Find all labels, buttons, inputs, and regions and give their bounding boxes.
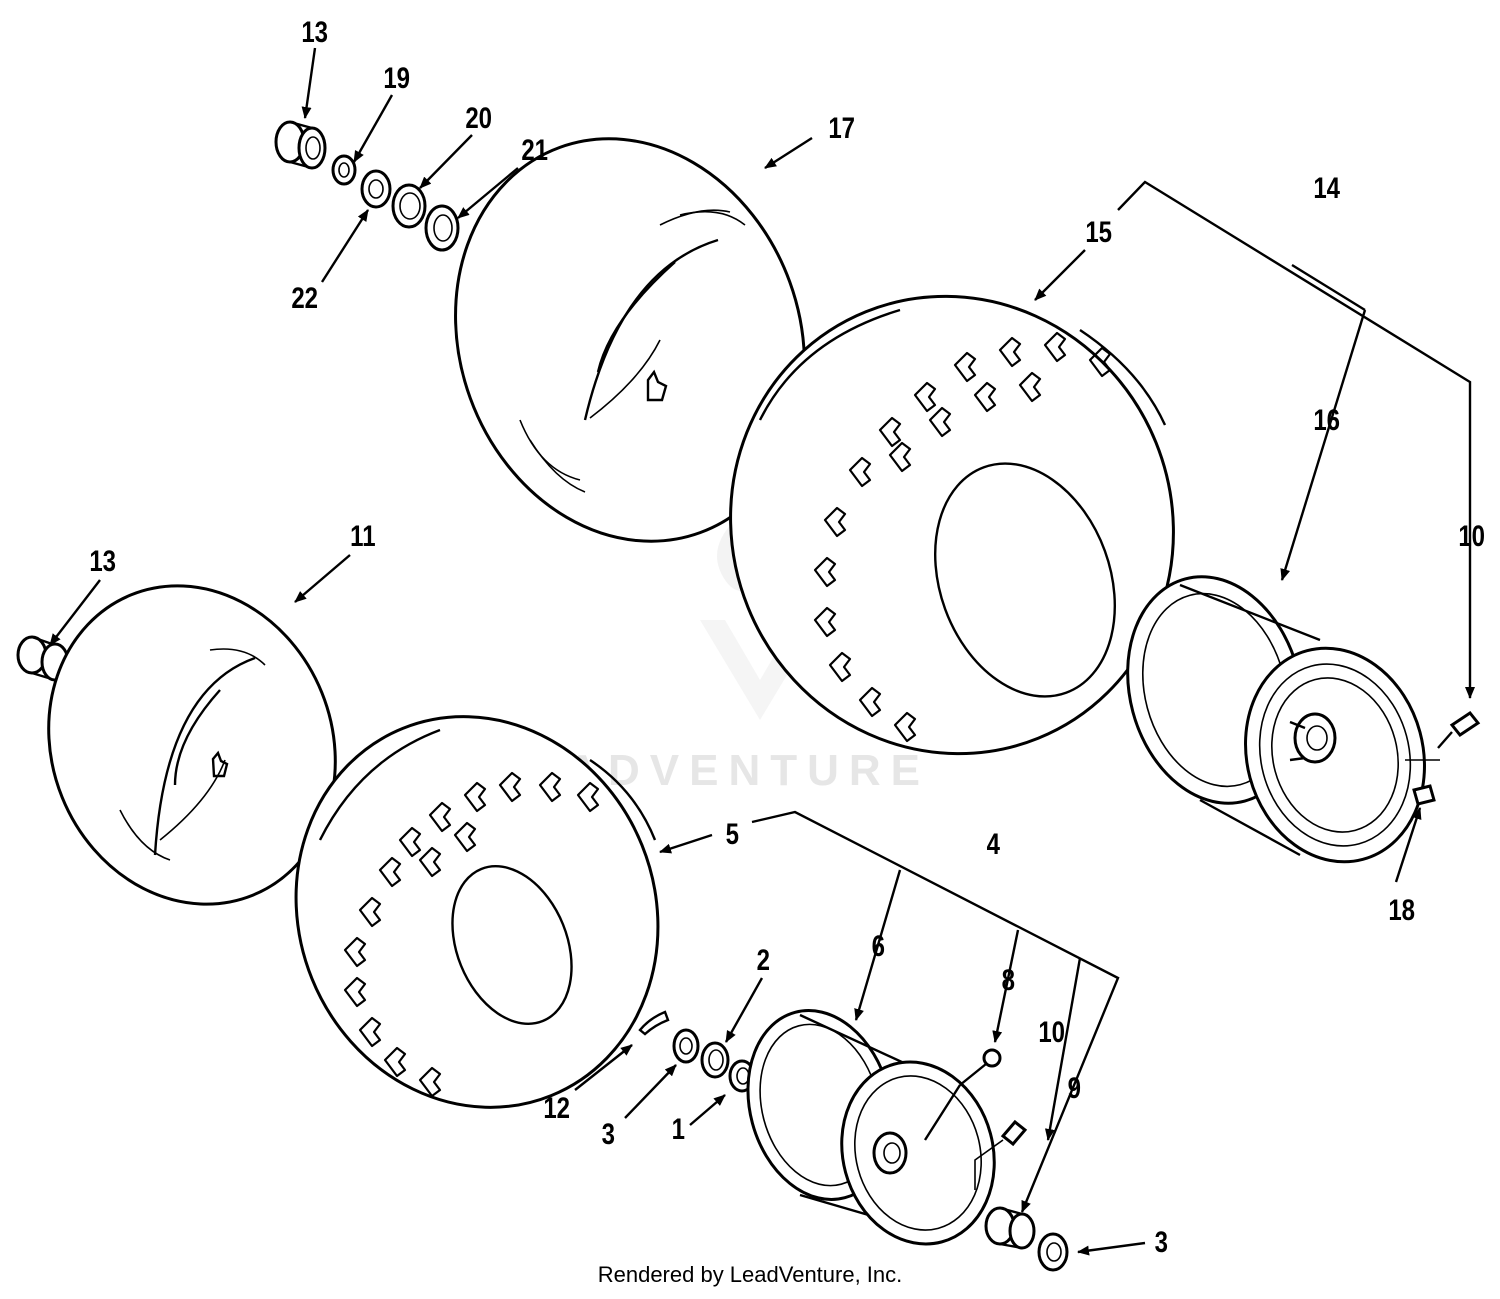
callout-10-right: 10 (1458, 520, 1486, 553)
callout-17: 17 (828, 112, 856, 145)
part-18-valve-cap (1412, 784, 1436, 806)
callout-14: 14 (1313, 172, 1341, 205)
callout-19: 19 (383, 62, 411, 95)
callout-5: 5 (725, 818, 740, 851)
part-3-right-washer (1037, 1232, 1069, 1272)
callout-12: 12 (543, 1092, 571, 1125)
part-15-rear-tire (729, 294, 1175, 756)
part-17-inner-tube (454, 137, 806, 543)
callout-22: 22 (291, 282, 319, 315)
callout-9: 9 (1067, 1072, 1082, 1105)
part-12-cotter-pin (638, 1010, 670, 1036)
part-20-bearing (391, 183, 427, 229)
callout-3-left: 3 (601, 1118, 616, 1151)
part-19-clip (331, 154, 357, 186)
callout-2: 2 (756, 944, 771, 977)
footer-credit: Rendered by LeadVenture, Inc. (597, 1262, 903, 1287)
callout-11: 11 (350, 520, 376, 553)
part-9-bushing (984, 1206, 1036, 1250)
callout-13-top: 13 (301, 16, 329, 49)
part-6-front-rim (746, 1009, 996, 1246)
part-8-valve (923, 1048, 1002, 1141)
part-11-inner-tube (47, 584, 337, 906)
leader-lines (49, 47, 1475, 1256)
callout-13-left: 13 (89, 545, 117, 578)
callout-8: 8 (1001, 964, 1016, 997)
callout-21: 21 (521, 134, 549, 167)
part-10-bottom-valve-stem (974, 1119, 1028, 1190)
part-21-washer (424, 204, 460, 252)
part-16-rear-rim (1126, 575, 1426, 864)
part-10-right-valve-stem (1405, 710, 1481, 761)
part-2-bearing (700, 1041, 730, 1079)
callout-1: 1 (671, 1113, 686, 1146)
callout-3-right: 3 (1154, 1226, 1169, 1259)
part-13-top-bushing (274, 120, 327, 170)
callout-4: 4 (986, 828, 1001, 861)
callout-20: 20 (465, 102, 493, 135)
part-3-left-washer (672, 1028, 700, 1064)
callout-6: 6 (871, 930, 886, 963)
part-5-front-tire (294, 715, 660, 1109)
callout-10-bottom: 10 (1038, 1016, 1066, 1049)
callout-18: 18 (1388, 894, 1416, 927)
callout-16: 16 (1313, 404, 1341, 437)
part-22-washer (360, 169, 392, 209)
callout-15: 15 (1085, 216, 1113, 249)
